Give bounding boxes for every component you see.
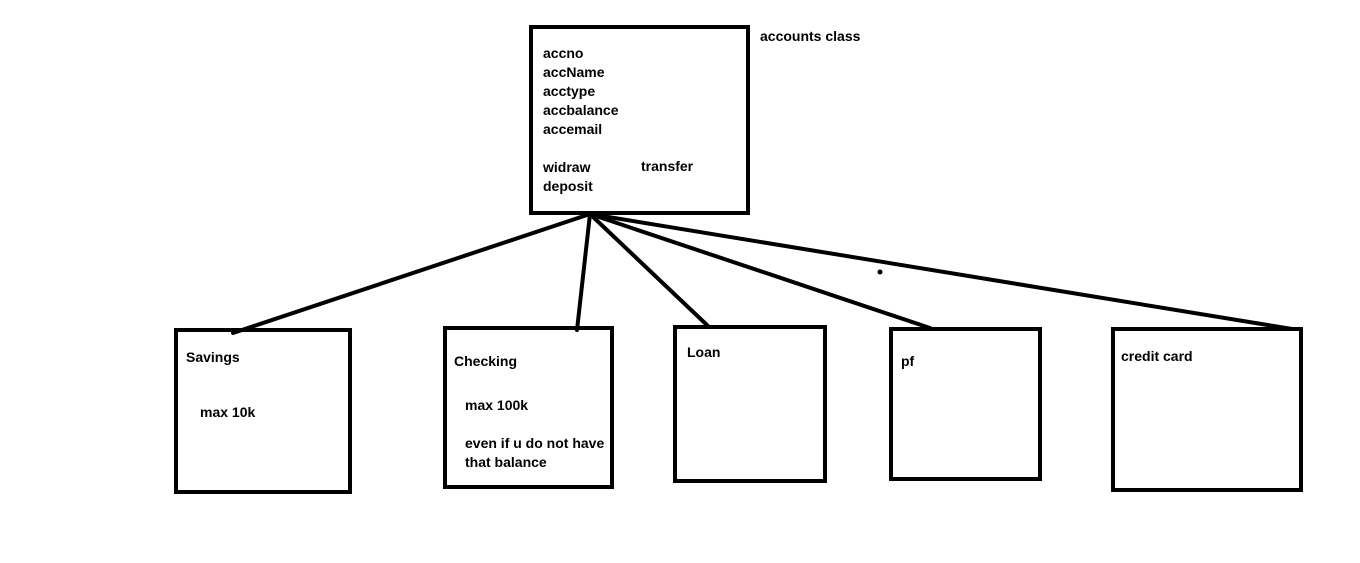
method-deposit: deposit bbox=[543, 178, 593, 194]
field-accname: accName bbox=[543, 64, 605, 80]
checking-box bbox=[443, 326, 614, 489]
checking-title: Checking bbox=[454, 353, 518, 369]
stray-dot bbox=[877, 269, 883, 275]
field-accemail: accemail bbox=[543, 121, 603, 137]
checking-note-limit: max 100k bbox=[465, 397, 529, 413]
method-transfer: transfer bbox=[641, 158, 694, 174]
pf-box bbox=[889, 327, 1042, 481]
checking-note-line1: even if u do not have bbox=[465, 435, 605, 451]
field-accno: accno bbox=[543, 45, 584, 61]
connector-pf bbox=[588, 212, 932, 330]
savings-note: max 10k bbox=[200, 404, 256, 420]
connector-loan bbox=[588, 212, 710, 328]
checking-note-line2: that balance bbox=[465, 454, 547, 470]
savings-box bbox=[174, 328, 352, 494]
connector-savings bbox=[231, 212, 592, 335]
loan-title: Loan bbox=[687, 344, 721, 360]
method-withdraw: widraw bbox=[543, 159, 591, 175]
connector-credit-card bbox=[588, 212, 1294, 331]
accounts-class-title: accounts class bbox=[760, 28, 861, 44]
connector-checking bbox=[575, 212, 592, 332]
field-accbalance: accbalance bbox=[543, 102, 619, 118]
credit-card-title: credit card bbox=[1121, 348, 1193, 364]
field-acctype: acctype bbox=[543, 83, 596, 99]
credit-card-box bbox=[1111, 327, 1303, 492]
savings-title: Savings bbox=[186, 349, 240, 365]
accounts-class-box bbox=[529, 25, 750, 215]
loan-box bbox=[673, 325, 827, 483]
pf-title: pf bbox=[901, 353, 915, 369]
